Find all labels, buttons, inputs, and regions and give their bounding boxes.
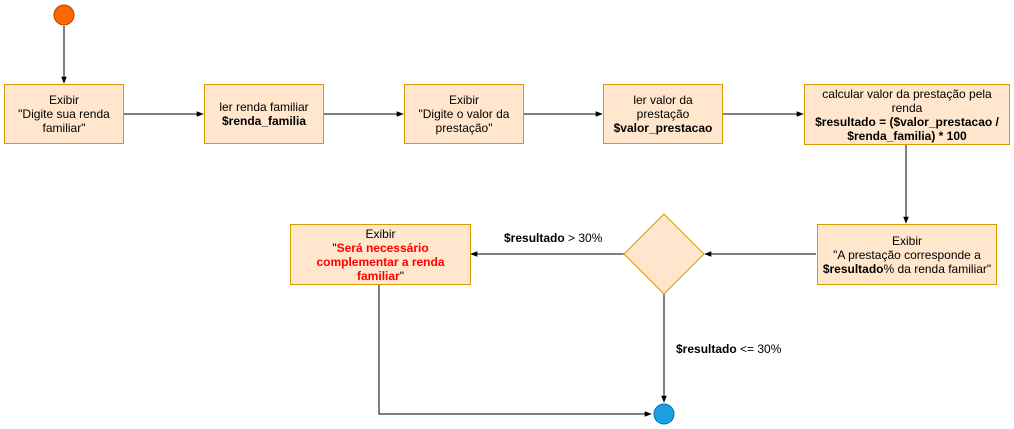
read-income-text: ler renda familiar xyxy=(219,100,309,114)
read-income-variable: $renda_familia xyxy=(221,114,307,128)
edge-label-less-equal-condition: <= 30% xyxy=(736,342,782,356)
edge-label-greater-condition: > 30% xyxy=(564,231,603,245)
display-warning-verb: Exibir xyxy=(365,226,396,241)
display-income-text: "Digite sua renda familiar" xyxy=(18,107,110,135)
display-warning-quote-open: " xyxy=(332,240,337,255)
edge-label-greater: $resultado > 30% xyxy=(504,231,603,245)
decision-diamond xyxy=(623,213,705,295)
calculate-formula: $resultado = ($valor_prestacao / $renda_… xyxy=(815,114,999,143)
arrow-warning-to-end xyxy=(378,285,652,417)
read-installment-text: ler valor da prestação xyxy=(633,93,693,121)
calculate-text: calcular valor da prestação pela renda xyxy=(822,86,992,115)
read-income-step: ler renda familiar $renda_familia xyxy=(204,84,324,144)
display-result-text-suffix: % da renda familiar" xyxy=(883,261,992,276)
display-income-verb: Exibir xyxy=(48,93,79,107)
display-result-text-prefix: "A prestação corresponde a xyxy=(833,247,981,262)
display-result-message: Exibir "A prestação corresponde a $resul… xyxy=(817,224,997,285)
edge-label-less-equal: $resultado <= 30% xyxy=(676,342,782,356)
read-installment-step: ler valor da prestação $valor_prestacao xyxy=(603,84,723,144)
display-warning-quote-close: " xyxy=(399,268,404,283)
edge-label-greater-variable: $resultado xyxy=(504,231,565,245)
display-warning-text: Será necessário complementar a renda fam… xyxy=(316,240,445,283)
edge-label-less-equal-variable: $resultado xyxy=(676,342,737,356)
read-installment-variable: $valor_prestacao xyxy=(613,121,713,135)
end-node xyxy=(653,403,675,425)
display-income-prompt: Exibir "Digite sua renda familiar" xyxy=(4,84,124,144)
display-result-variable: $resultado xyxy=(822,261,884,276)
start-node xyxy=(53,4,75,26)
display-installment-verb: Exibir xyxy=(448,93,479,107)
display-installment-prompt: Exibir "Digite o valor da prestação" xyxy=(404,84,524,144)
display-warning-message: Exibir "Será necessário complementar a r… xyxy=(290,224,471,285)
display-installment-text: "Digite o valor da prestação" xyxy=(418,107,510,135)
display-result-verb: Exibir xyxy=(891,233,922,248)
calculate-step: calcular valor da prestação pela renda $… xyxy=(804,84,1010,145)
